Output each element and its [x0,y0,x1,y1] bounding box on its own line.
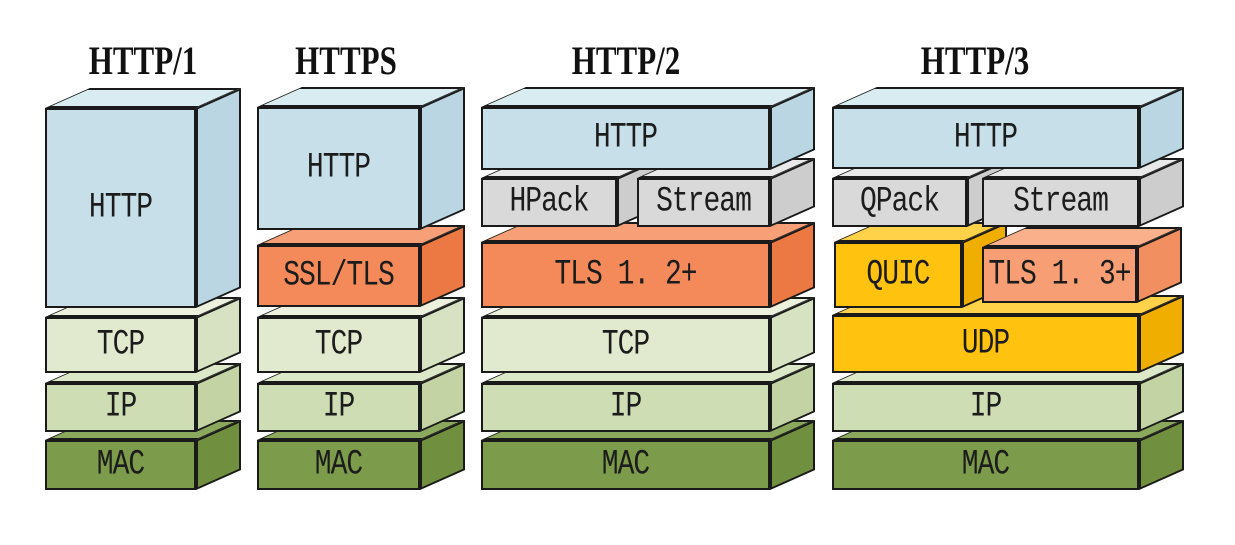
http2-hpack-box: HPack [481,157,662,227]
http2-http-box: HTTP [481,86,815,170]
http2-tcp-box: TCP [481,296,815,373]
box-front-face: MAC [481,440,770,490]
https-tcp-box: TCP [257,296,465,373]
https-http-label: HTTP [306,149,371,188]
box-front-face: HTTP [45,108,196,308]
box-front-face: HPack [481,178,617,227]
http3-udp-box: UDP [832,294,1184,373]
http3-http-box: HTTP [832,86,1184,169]
http2-tls12-label: TLS 1. 2+ [554,255,697,295]
http2-ip-box: IP [481,362,815,432]
box-front-face: MAC [832,440,1139,490]
http2-mac-box: MAC [481,419,815,490]
https-ip-box: IP [257,362,465,432]
box-front-face: TCP [45,317,196,373]
box-front-face: QPack [832,178,967,227]
box-top-face [832,87,1184,107]
http1-tcp-box: TCP [45,296,241,373]
box-front-face: IP [832,383,1139,432]
box-front-face: TCP [257,317,420,373]
http1-http-label: HTTP [88,188,153,228]
http2-ip-label: IP [609,388,643,427]
box-front-face: Stream [982,178,1139,227]
http3-ip-box: IP [832,362,1184,432]
http3-udp-label: UDP [961,324,1010,364]
http3-tls13-box: TLS 1. 3+ [982,226,1182,303]
http2-column-title: HTTP/2 [571,37,681,84]
https-ssltls-label: SSL/TLS [283,256,395,296]
box-front-face: IP [45,383,196,432]
http1-http-box: HTTP [45,87,241,308]
http3-qpack-label: QPack [859,183,940,222]
https-ssltls-box: SSL/TLS [257,224,465,307]
http2-mac-label: MAC [601,445,650,485]
http2-stream-box: Stream [637,157,815,227]
https-ip-label: IP [322,388,356,427]
box-front-face: Stream [637,178,770,227]
box-front-face: HTTP [832,107,1139,169]
http2-hpack-label: HPack [509,183,589,222]
box-front-face: SSL/TLS [257,245,420,307]
http1-ip-box: IP [45,362,241,432]
http3-stream-label: Stream [1013,183,1109,222]
box-side-face [196,87,241,308]
https-http-box: HTTP [257,86,465,230]
box-front-face: TCP [481,317,770,373]
http1-mac-label: MAC [96,445,145,485]
box-front-face: HTTP [481,107,770,170]
http2-tls12-box: TLS 1. 2+ [481,221,815,308]
box-top-face [481,87,815,107]
http1-ip-label: IP [104,388,138,427]
http3-quic-box: QUIC [834,221,1007,308]
box-front-face: IP [481,383,770,432]
http1-mac-box: MAC [45,419,241,490]
http3-stream-box: Stream [982,157,1184,227]
http2-http-label: HTTP [593,119,658,158]
https-tcp-label: TCP [314,325,363,365]
http3-quic-label: QUIC [866,255,930,295]
box-front-face: TLS 1. 3+ [982,247,1137,303]
box-front-face: MAC [45,440,196,490]
http3-qpack-box: QPack [832,157,1012,227]
box-front-face: UDP [832,315,1139,373]
box-front-face: TLS 1. 2+ [481,242,770,308]
http3-mac-box: MAC [832,419,1184,490]
http1-column-title: HTTP/1 [88,37,198,84]
box-front-face: MAC [257,440,420,490]
https-mac-box: MAC [257,419,465,490]
box-front-face: QUIC [834,242,962,308]
https-column-title: HTTPS [295,37,397,84]
http1-tcp-label: TCP [96,325,145,365]
http2-tcp-label: TCP [601,325,650,365]
http3-column-title: HTTP/3 [920,37,1030,84]
https-mac-label: MAC [314,445,363,485]
http3-http-label: HTTP [953,118,1018,158]
box-front-face: IP [257,383,420,432]
box-side-face [420,86,465,230]
http3-tls13-label: TLS 1. 3+ [988,255,1131,295]
http2-stream-label: Stream [656,183,752,222]
http3-mac-label: MAC [961,445,1010,485]
box-front-face: HTTP [257,107,420,230]
http3-ip-label: IP [969,388,1003,427]
